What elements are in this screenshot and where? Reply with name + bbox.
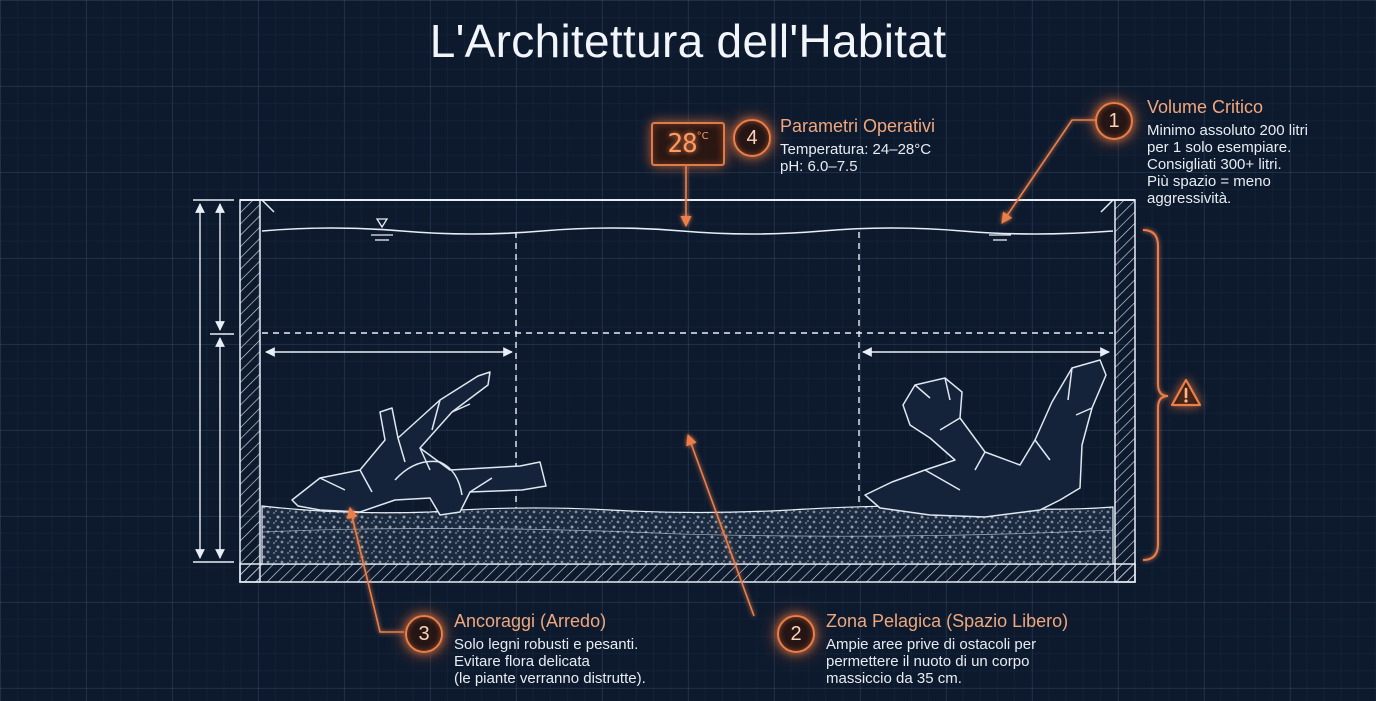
badge-1: 1 — [1095, 102, 1133, 140]
callout-text-line: Evitare flora delicata — [454, 653, 590, 670]
callout-volume-critico: Volume Critico Minimo assoluto 200 litri… — [1147, 97, 1308, 207]
callout-text-line: Consigliati 300+ litri. — [1147, 156, 1282, 173]
water-level-icon — [371, 218, 1011, 241]
tank-walls — [239, 199, 1136, 583]
callout-heading: Ancoraggi (Arredo) — [454, 611, 607, 631]
callout-text-line: per 1 solo esempiare. — [1147, 139, 1292, 156]
callout-text-line: massiccio da 35 cm. — [826, 670, 962, 687]
badge-2: 2 — [777, 615, 815, 653]
page-title: L'Architettura dell'Habitat — [429, 15, 947, 67]
callout-heading: Parametri Operativi — [780, 116, 936, 136]
temperature-unit: °C — [696, 131, 709, 142]
thermometer-display: 28 °C — [651, 122, 725, 166]
zone-dividers — [262, 232, 1113, 560]
callout-text-line: Più spazio = meno — [1147, 173, 1271, 190]
driftwood-left — [291, 371, 547, 516]
callout-text-line: pH: 6.0–7.5 — [780, 158, 858, 175]
badge-3: 3 — [405, 615, 443, 653]
callout-text-line: permettere il nuoto di un corpo — [826, 653, 1030, 670]
callout-ancoraggi: Ancoraggi (Arredo) Solo legni robusti e … — [454, 611, 646, 687]
callout-zona-pelagica: Zona Pelagica (Spazio Libero) Ampie aree… — [826, 611, 1068, 687]
callout-text-line: Temperatura: 24–28°C — [780, 141, 932, 158]
driftwood-right — [864, 359, 1107, 518]
callout-text-line: aggressività. — [1147, 190, 1232, 207]
leader-lines — [346, 119, 1096, 633]
callout-heading: Zona Pelagica (Spazio Libero) — [826, 611, 1069, 631]
temperature-value: 28 — [667, 129, 697, 159]
badge-4: 4 — [733, 119, 771, 157]
height-dimension — [193, 199, 234, 563]
callout-text-line: Solo legni robusti e pesanti. — [454, 636, 639, 653]
water-surface — [261, 227, 1114, 235]
callout-heading: Volume Critico — [1147, 97, 1264, 117]
warning-icon — [1170, 378, 1202, 407]
callout-parametri-operativi: Parametri Operativi Temperatura: 24–28°C… — [780, 116, 935, 175]
callout-text-line: Ampie aree prive di ostacoli per — [826, 636, 1037, 653]
callout-text-line: (le piante verranno distrutte). — [454, 670, 646, 687]
risk-bracket — [1142, 229, 1169, 561]
callout-text-line: Minimo assoluto 200 litri — [1147, 122, 1308, 139]
